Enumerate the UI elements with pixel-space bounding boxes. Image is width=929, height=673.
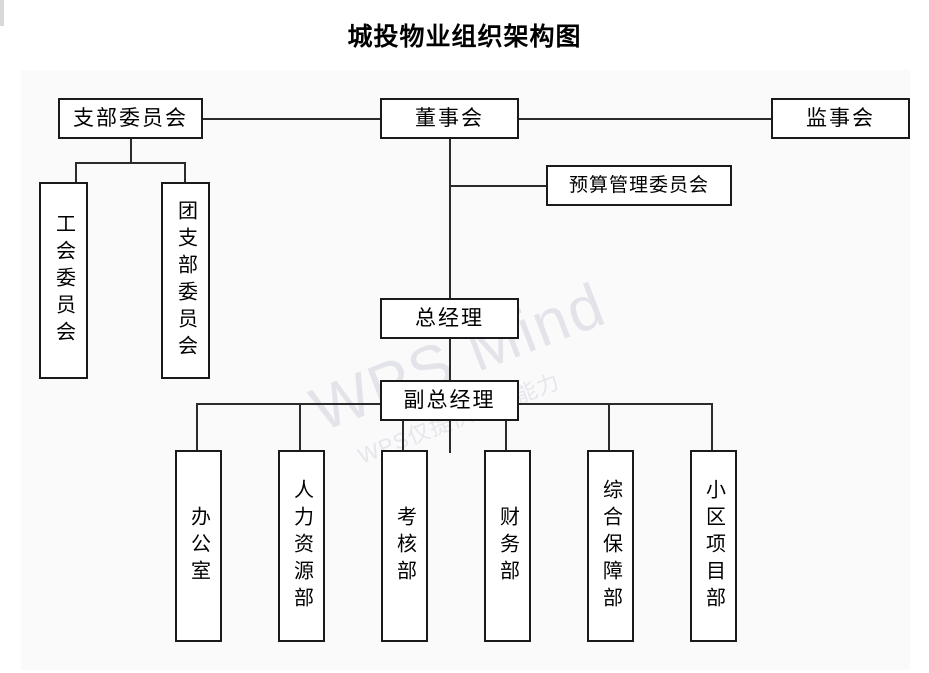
connector-party-to-board	[202, 118, 380, 120]
connector-to-budget-committee	[449, 185, 567, 187]
connector-drop-department-4	[505, 403, 507, 450]
connector-drop-department-2	[299, 403, 301, 450]
node-general-manager[interactable]: 总经理	[380, 298, 519, 339]
node-label: 办公室	[187, 505, 210, 587]
node-department-finance[interactable]: 财务部	[484, 450, 531, 642]
node-label: 综合保障部	[599, 478, 622, 614]
node-board-of-supervisors[interactable]: 监事会	[771, 98, 910, 139]
connector-drop-department-1	[196, 403, 198, 450]
connector-to-labor-union	[75, 162, 77, 182]
node-label: 工会委员会	[52, 213, 75, 348]
node-department-general-support[interactable]: 综合保障部	[587, 450, 634, 642]
connector-drop-department-3	[402, 403, 404, 450]
node-labor-union-committee[interactable]: 工会委员会	[39, 182, 88, 379]
connector-drop-department-6	[711, 403, 713, 450]
node-department-human-resources[interactable]: 人力资源部	[278, 450, 325, 642]
node-department-office[interactable]: 办公室	[175, 450, 222, 642]
node-label: 团支部委员会	[174, 199, 197, 362]
node-department-community-project[interactable]: 小区项目部	[690, 450, 737, 642]
node-board-of-directors[interactable]: 董事会	[380, 98, 519, 139]
node-label: 人力资源部	[290, 478, 313, 614]
node-youth-league-branch-committee[interactable]: 团支部委员会	[161, 182, 210, 379]
connector-dgm-stem	[449, 420, 451, 453]
node-party-branch-committee[interactable]: 支部委员会	[58, 98, 203, 139]
node-label: 支部委员会	[73, 106, 188, 131]
connector-to-youth-league	[184, 162, 186, 182]
node-label: 监事会	[806, 106, 875, 131]
node-label: 考核部	[393, 505, 416, 587]
node-deputy-general-manager[interactable]: 副总经理	[380, 380, 519, 421]
node-label: 预算管理委员会	[568, 174, 709, 196]
connector-party-stem	[130, 138, 132, 162]
connector-board-to-supervisors	[518, 118, 772, 120]
node-label: 总经理	[415, 306, 484, 331]
node-label: 董事会	[415, 106, 484, 131]
node-department-assessment[interactable]: 考核部	[381, 450, 428, 642]
corner-mark	[0, 0, 4, 26]
node-label: 副总经理	[403, 388, 496, 413]
node-label: 小区项目部	[702, 478, 725, 614]
node-budget-management-committee[interactable]: 预算管理委员会	[546, 165, 732, 206]
node-label: 财务部	[496, 505, 519, 587]
connector-gm-to-dgm	[449, 338, 451, 380]
connector-party-branch-bar	[75, 162, 186, 164]
connector-drop-department-5	[608, 403, 610, 450]
connector-board-spine	[449, 138, 451, 298]
org-chart-canvas: WPS Mind WPS仅提供作图能力 支部委员会 董事会 监事会 预算管理委员…	[21, 70, 910, 670]
page-title: 城投物业组织架构图	[347, 24, 582, 51]
